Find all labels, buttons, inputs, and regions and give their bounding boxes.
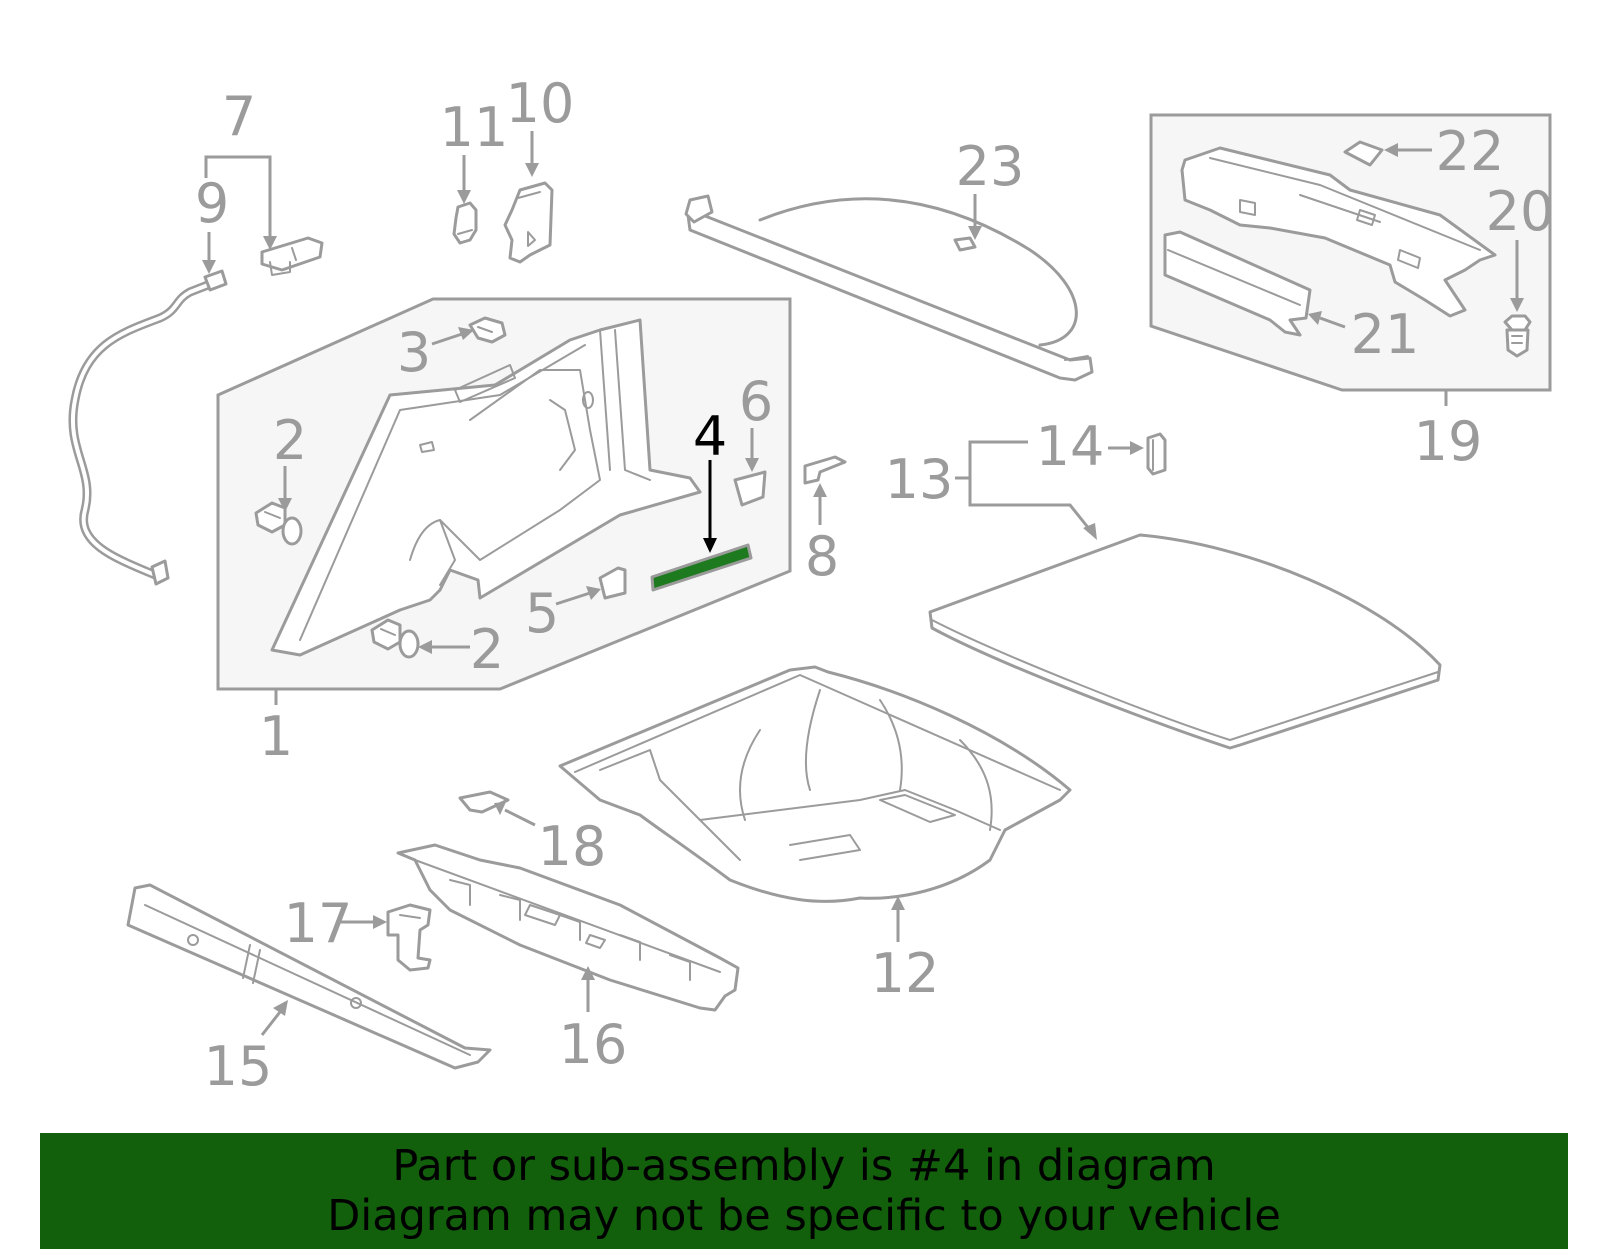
callout-20: 20 bbox=[1486, 180, 1555, 243]
part-11-bulb bbox=[452, 201, 478, 245]
part-2-clip-upper bbox=[254, 501, 303, 546]
callout-8: 8 bbox=[805, 525, 839, 588]
callout-1: 1 bbox=[259, 705, 293, 768]
part-3-clip bbox=[468, 316, 507, 344]
callout-11: 11 bbox=[440, 96, 509, 159]
part-13-floor-board bbox=[928, 533, 1442, 750]
part-21-reinforcement bbox=[1163, 230, 1312, 337]
callout-17: 17 bbox=[284, 892, 353, 955]
part-10-lamp bbox=[503, 181, 554, 264]
part-16-panel-lining bbox=[396, 843, 740, 1012]
callout-9: 9 bbox=[195, 172, 229, 235]
callout-14: 14 bbox=[1036, 415, 1105, 478]
part-22-clip bbox=[1343, 140, 1384, 167]
part-20-clip bbox=[1503, 314, 1532, 358]
callout-4-highlighted: 4 bbox=[693, 405, 727, 468]
part-5-bracket bbox=[598, 566, 627, 600]
part-19-rear-panel bbox=[1180, 146, 1497, 318]
part-9-harness bbox=[68, 269, 228, 586]
banner-line-part-number: Part or sub-assembly is #4 in diagram bbox=[392, 1141, 1216, 1191]
part-12-tire-well bbox=[558, 665, 1072, 903]
banner-line-disclaimer: Diagram may not be specific to your vehi… bbox=[327, 1191, 1281, 1241]
part-6-bracket bbox=[733, 470, 767, 507]
part-18-bracket bbox=[458, 790, 510, 814]
part-23-cargo-cover bbox=[684, 194, 1094, 382]
callout-19: 19 bbox=[1414, 410, 1483, 473]
callout-5: 5 bbox=[525, 582, 559, 645]
part-15-sill-plate bbox=[126, 883, 492, 1070]
callout-23: 23 bbox=[956, 135, 1025, 198]
callout-2-lower: 2 bbox=[470, 618, 504, 681]
callout-18: 18 bbox=[538, 815, 607, 878]
callout-3: 3 bbox=[397, 321, 431, 384]
part-1-trim-panel bbox=[270, 318, 702, 657]
part-8-clip bbox=[803, 455, 847, 485]
part-4-strip-highlighted bbox=[650, 543, 753, 592]
callout-22: 22 bbox=[1436, 120, 1505, 183]
part-2-clip-lower bbox=[370, 618, 420, 659]
callout-2-upper: 2 bbox=[273, 409, 307, 472]
callout-15: 15 bbox=[204, 1035, 273, 1098]
callout-21: 21 bbox=[1351, 303, 1420, 366]
callout-13: 13 bbox=[885, 448, 954, 511]
part-14-clip bbox=[1146, 432, 1167, 476]
callout-10: 10 bbox=[506, 72, 575, 135]
callout-12: 12 bbox=[871, 942, 940, 1005]
callout-16: 16 bbox=[559, 1013, 628, 1076]
callout-7: 7 bbox=[222, 85, 256, 148]
callout-6: 6 bbox=[739, 370, 773, 433]
info-banner: Part or sub-assembly is #4 in diagram Di… bbox=[40, 1133, 1568, 1249]
part-7-clip bbox=[260, 236, 324, 276]
part-17-bracket bbox=[386, 903, 432, 972]
